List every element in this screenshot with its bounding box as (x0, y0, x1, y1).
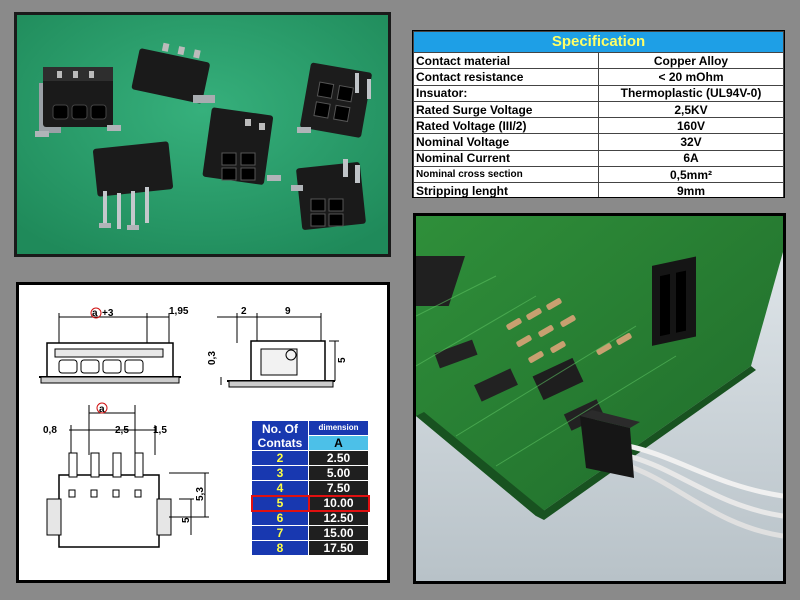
dim-2: 2 (241, 306, 247, 317)
connector-6 (291, 159, 366, 230)
technical-drawing: a +3 1,95 2 9 0,3 5 a 0,8 2,5 1,5 5,3 5 … (16, 282, 390, 583)
spec-value: 2,5KV (598, 100, 784, 119)
dimension-drawing: a +3 1,95 2 9 0,3 5 a 0,8 2,5 1,5 5,3 5 (39, 306, 348, 548)
spec-value: < 20 mOhm (598, 68, 784, 86)
connector-1 (35, 67, 121, 137)
header-number-of-contacts: No. Of Contats (251, 420, 309, 451)
contact-count: 6 (251, 510, 309, 526)
dim-0-3: 0,3 (207, 351, 218, 365)
dimension-value: 15.00 (308, 525, 369, 541)
connector-photo (14, 12, 391, 257)
pcb-photo-image (416, 216, 783, 581)
contact-count: 3 (251, 465, 309, 481)
contact-count: 2 (251, 450, 309, 466)
spec-key: Rated Surge Voltage (413, 100, 599, 119)
dim-a-bottom: a (99, 404, 105, 415)
dim-a-symbol: a (92, 308, 98, 319)
pcb-connector-with-wires (580, 410, 783, 539)
spec-key: Insuator: (413, 84, 599, 102)
spec-value: Copper Alloy (598, 51, 784, 70)
dim-5-3: 5,3 (195, 487, 206, 501)
spec-row: Insuator:Thermoplastic (UL94V-0) (413, 84, 784, 102)
dimension-value: 5.00 (308, 465, 369, 481)
spec-value: 32V (598, 133, 784, 151)
spec-key: Rated Voltage (III/2) (413, 117, 599, 135)
connector-5 (92, 141, 174, 230)
dimension-value: 12.50 (308, 510, 369, 526)
contact-count: 5 (250, 494, 310, 512)
pcb-connector-vertical (652, 256, 696, 346)
spec-value: 9mm (598, 182, 784, 197)
contact-count: 4 (251, 480, 309, 496)
dimension-value: 17.50 (308, 540, 369, 556)
dim-0-8: 0,8 (43, 425, 57, 436)
front-view (39, 313, 181, 384)
spec-value: 160V (598, 117, 784, 135)
header-dimension: dimension (308, 420, 369, 436)
spec-row: Rated Voltage (III/2)160V (413, 117, 784, 135)
contact-count: 8 (251, 540, 309, 556)
header-a: A (308, 435, 369, 451)
dimension-value: 10.00 (307, 494, 370, 512)
dim-9: 9 (285, 306, 291, 317)
dimension-value: 2.50 (308, 450, 369, 466)
spec-value: Thermoplastic (UL94V-0) (598, 84, 784, 102)
dim-a-plus-3: +3 (102, 308, 114, 319)
dim-5-side: 5 (337, 357, 348, 363)
contact-count: 7 (251, 525, 309, 541)
dim-2-5: 2,5 (115, 425, 129, 436)
connector-2 (131, 42, 215, 104)
spec-row: Contact resistance< 20 mOhm (413, 68, 784, 86)
dim-5-bottom: 5 (181, 517, 192, 523)
spec-key: Nominal Current (413, 149, 599, 168)
dim-1-5: 1,5 (153, 425, 167, 436)
spec-value: 0,5mm² (598, 166, 784, 184)
dim-1-95: 1,95 (169, 306, 189, 317)
spec-key: Nominal cross section (413, 166, 599, 184)
spec-key: Nominal Voltage (413, 133, 599, 151)
spec-key: Contact resistance (413, 68, 599, 86)
dimension-value: 7.50 (308, 480, 369, 496)
side-view (217, 313, 339, 388)
pcb-photo (413, 213, 786, 584)
connector-3 (297, 62, 372, 138)
spec-key: Contact material (413, 51, 599, 70)
bottom-view (46, 405, 209, 548)
spec-value: 6A (598, 149, 784, 168)
connector-4 (202, 107, 281, 185)
spec-title: Specification (413, 31, 784, 53)
spec-key: Stripping lenght (413, 182, 599, 197)
connector-photo-image (17, 15, 388, 254)
